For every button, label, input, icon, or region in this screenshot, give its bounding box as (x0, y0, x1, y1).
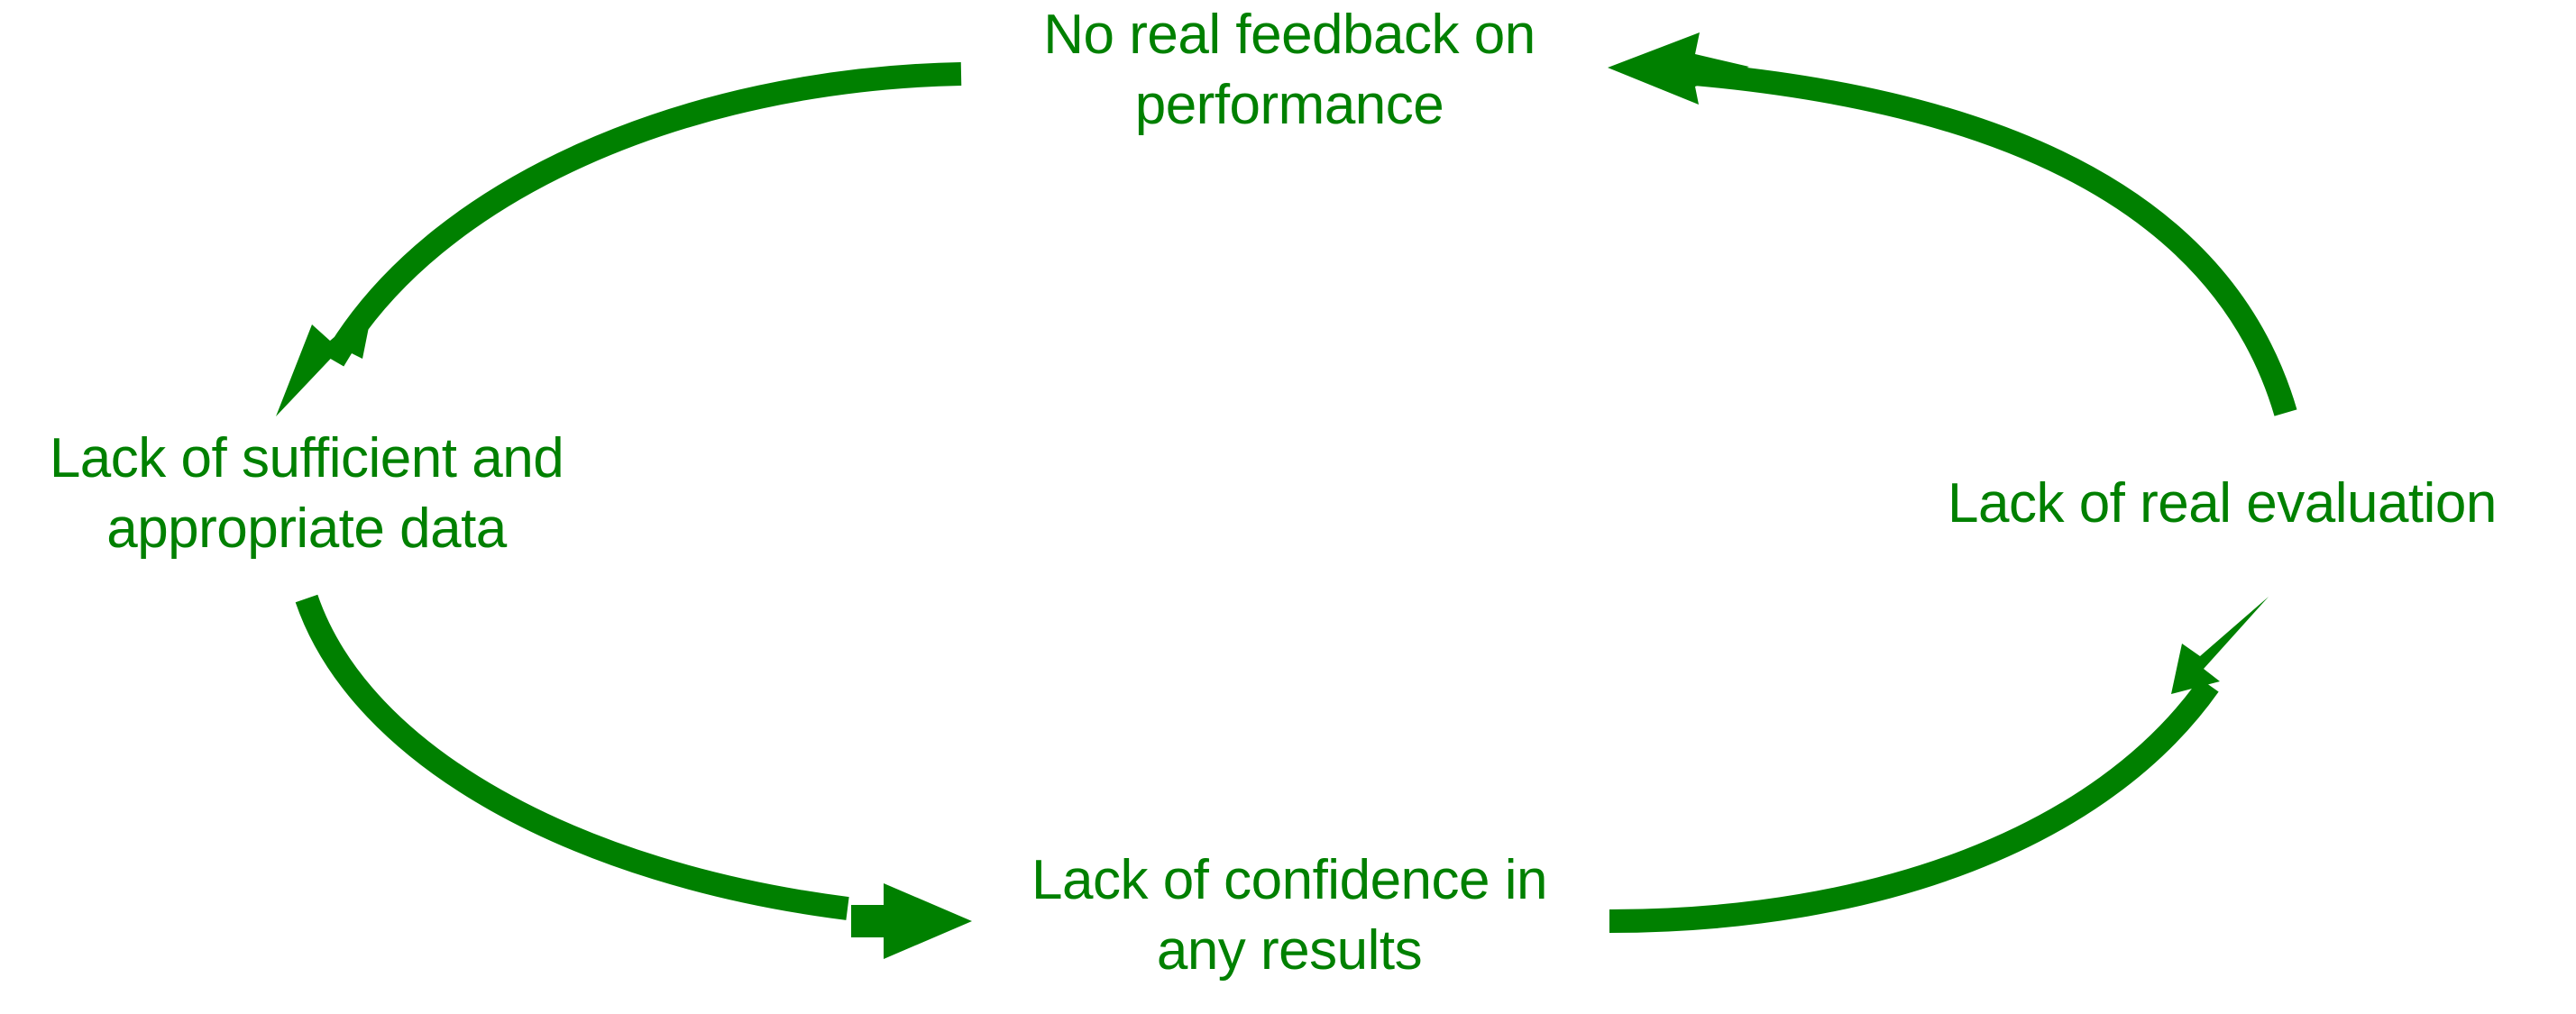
node-label-lack-evaluation: Lack of real evaluation (1948, 472, 2497, 534)
node-label-lack-confidence: Lack of confidence in any results (1031, 849, 1548, 982)
node-label-no-feedback: No real feedback on performance (1043, 4, 1536, 136)
node-label-lack-data: Lack of sufficient and appropriate data (49, 427, 564, 560)
arrow-right-to-top (1608, 32, 2297, 416)
arrow-bottom-to-right (1609, 597, 2269, 933)
arrow-left-to-bottom (295, 594, 972, 959)
arrow-top-to-left (276, 62, 962, 416)
